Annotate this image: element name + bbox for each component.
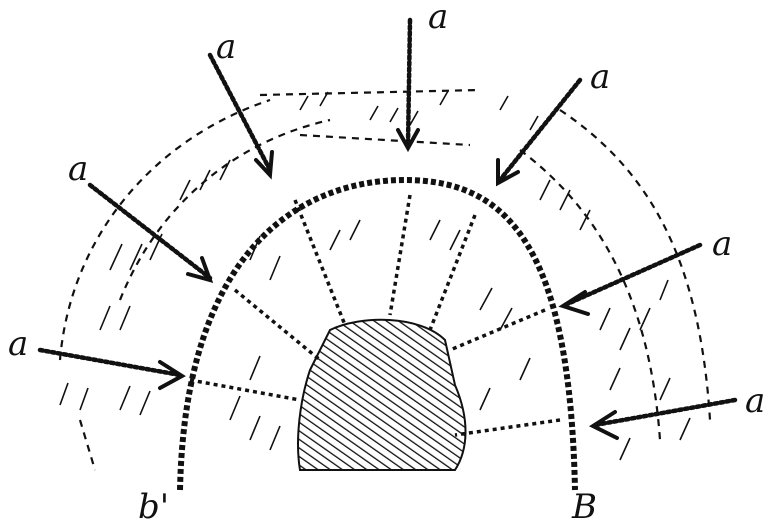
arrow-right-lower [593, 400, 735, 438]
label-base-right: B [571, 487, 597, 527]
arrow-top-left [210, 55, 272, 175]
label-base-left: b' [138, 487, 169, 527]
label-a-right-lower: a [745, 381, 765, 421]
label-a-left-lower: a [8, 324, 28, 364]
arrow-top-right [498, 80, 580, 183]
label-a-top-left: a [216, 27, 236, 67]
arrow-right-upper [563, 245, 700, 314]
arrow-left-upper [90, 185, 210, 280]
arrow-top [398, 20, 418, 148]
label-a-left-upper: a [68, 149, 88, 189]
label-a-right-upper: a [712, 224, 732, 264]
label-a-top-right: a [590, 57, 610, 97]
label-a-top: a [428, 0, 448, 37]
arrow-left-lower [40, 350, 182, 388]
hatched-core [298, 320, 465, 470]
